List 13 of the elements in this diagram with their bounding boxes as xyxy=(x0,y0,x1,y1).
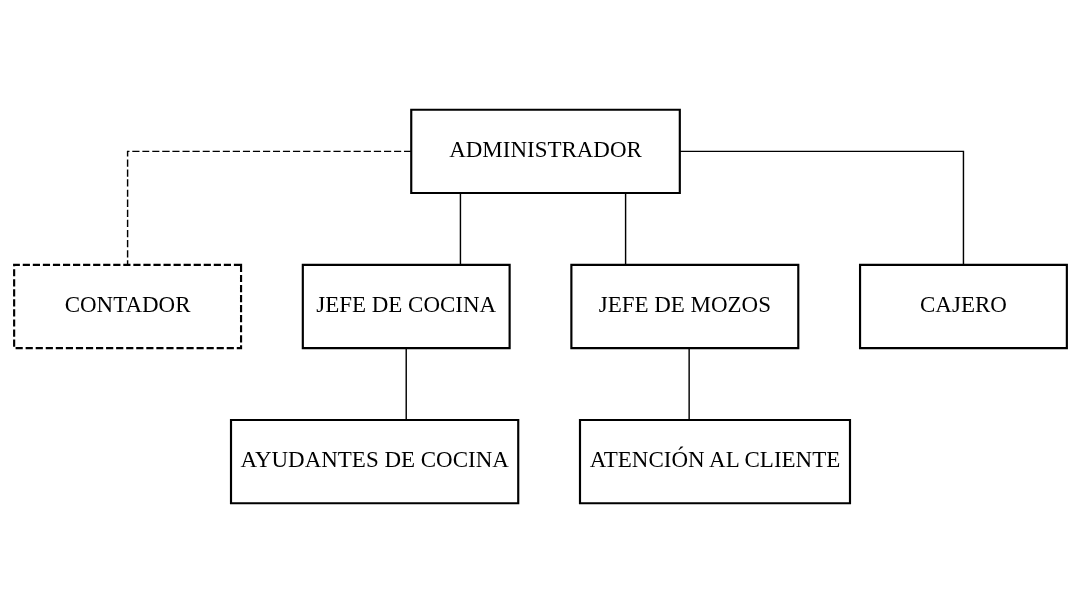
connector xyxy=(688,347,690,420)
node-box: JEFE DE MOZOS xyxy=(570,263,800,349)
node-box: CAJERO xyxy=(858,263,1068,349)
node-box: CONTADOR xyxy=(13,263,243,349)
node-box: ADMINISTRADOR xyxy=(410,108,681,194)
node-box: ATENCIÓN AL CLIENTE xyxy=(578,418,852,504)
connector xyxy=(679,150,965,265)
connector xyxy=(405,347,407,420)
connector xyxy=(624,192,627,265)
node-box: JEFE DE COCINA xyxy=(301,263,511,349)
connector xyxy=(459,192,462,265)
node-box: AYUDANTES DE COCINA xyxy=(229,418,520,504)
connector xyxy=(126,150,412,265)
